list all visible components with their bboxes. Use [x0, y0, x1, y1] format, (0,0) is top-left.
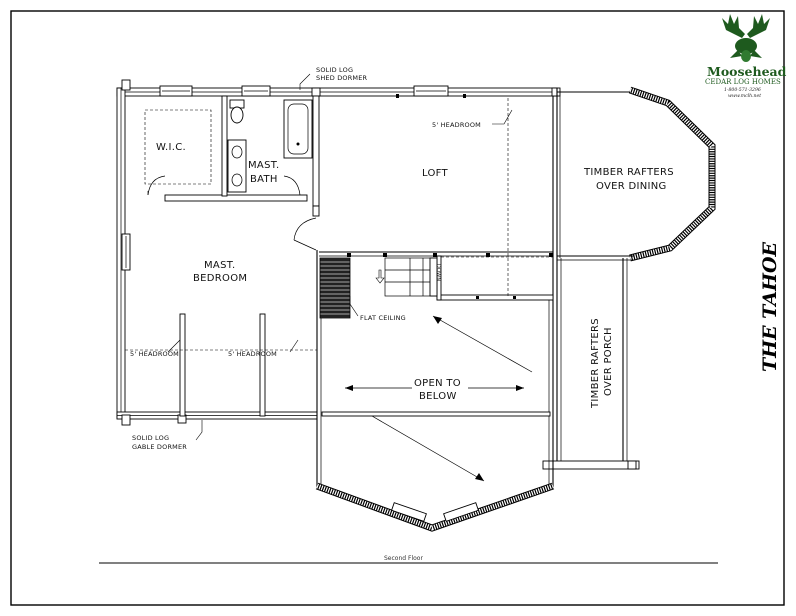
porch-area — [542, 258, 640, 470]
wic-door — [147, 175, 166, 196]
mast-bedroom-label-2: BEDROOM — [193, 273, 247, 284]
wic-closet-outline — [144, 109, 212, 185]
gable-dormer-note-2: GABLE DORMER — [132, 443, 187, 451]
vanity-fixture — [227, 139, 247, 193]
open-to-below-arrows — [345, 315, 533, 482]
brand-website: www.mclh.net — [728, 93, 761, 99]
mast-bath-label-2: BATH — [250, 174, 278, 185]
dining-bay — [556, 86, 716, 262]
plan-title: THE TAHOE — [759, 241, 781, 372]
bedroom-headroom-left-note: 5' HEADROOM — [130, 350, 179, 358]
toilet-fixture — [229, 99, 245, 124]
mast-bath-label-1: MAST. — [248, 160, 279, 171]
dining-label-1: TIMBER RAFTERS — [583, 167, 674, 178]
bath-door — [283, 175, 301, 196]
sheet-caption: Second Floor — [384, 555, 423, 562]
flat-ceiling-note: FLAT CEILING — [360, 314, 406, 322]
bedroom-headroom-right-note: 5' HEADROOM — [228, 350, 277, 358]
stairwell — [319, 257, 438, 319]
mast-bedroom-label-1: MAST. — [204, 260, 235, 271]
interior-walls — [125, 95, 554, 417]
brand-name: Moosehead — [707, 64, 787, 79]
sheet-border — [10, 10, 785, 606]
stair-down-note: DOWN — [435, 264, 441, 281]
wic-label: W.I.C. — [156, 142, 186, 153]
moose-icon — [722, 14, 770, 62]
loft-label: LOFT — [422, 168, 449, 179]
brand-tagline: CEDAR LOG HOMES — [705, 78, 781, 86]
exterior-walls — [116, 79, 561, 426]
porch-label-2: OVER PORCH — [603, 327, 614, 396]
note-leaders — [167, 73, 513, 441]
open-below-label-1: OPEN TO — [414, 378, 461, 389]
porch-label-1: TIMBER RAFTERS — [590, 318, 601, 409]
shed-dormer-note-1: SOLID LOG — [316, 66, 353, 74]
front-bay — [315, 250, 555, 532]
loft-headroom-note: 5' HEADROOM — [432, 121, 481, 129]
top-windows — [159, 85, 466, 98]
brand-phone: 1-800-571-3296 — [724, 87, 761, 93]
left-window — [121, 233, 131, 271]
dining-label-2: OVER DINING — [596, 181, 667, 192]
bathtub-fixture — [283, 99, 313, 159]
gable-dormer-note-1: SOLID LOG — [132, 434, 169, 442]
moosehead-logo: Moosehead CEDAR LOG HOMES 1-800-571-3296… — [705, 14, 787, 99]
open-below-label-2: BELOW — [419, 391, 457, 402]
bedroom-door — [293, 217, 317, 251]
shed-dormer-note-2: SHED DORMER — [316, 74, 368, 82]
